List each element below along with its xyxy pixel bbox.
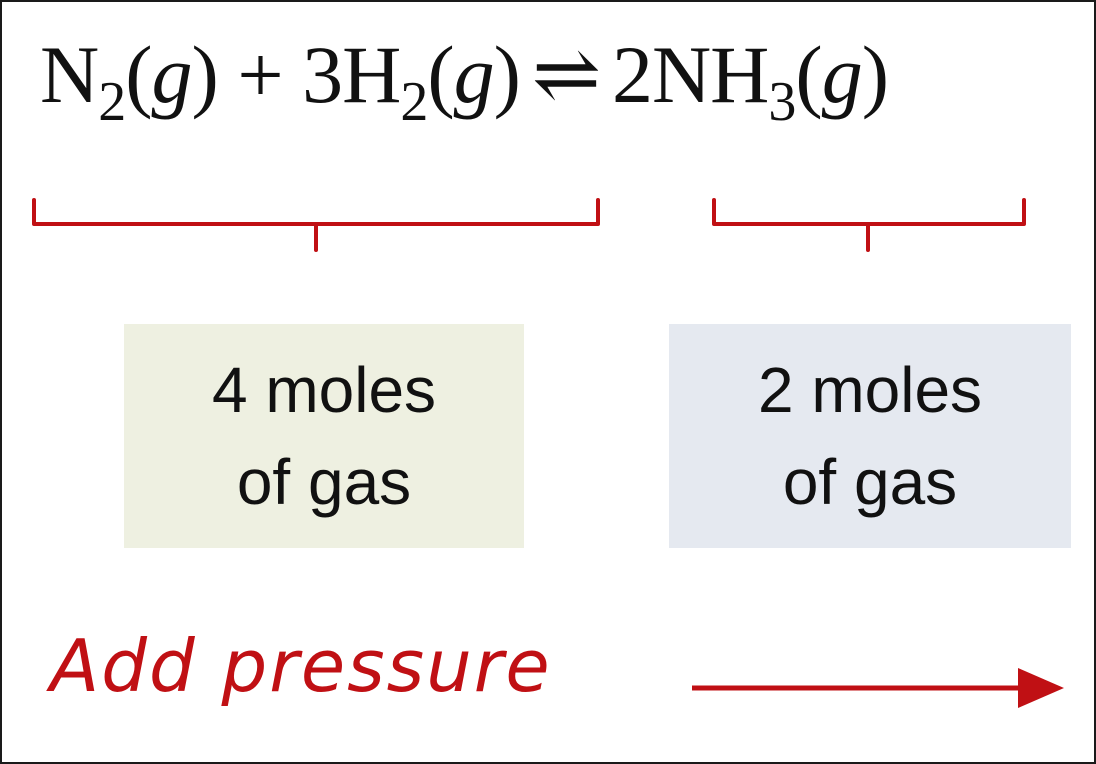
paren-open: ( bbox=[795, 29, 822, 120]
brace-path bbox=[32, 198, 600, 252]
products-moles-line1: 2 moles bbox=[757, 354, 983, 426]
reactants-moles-box: 4 moles of gas bbox=[124, 324, 524, 548]
hydrogen-subscript: 2 bbox=[400, 71, 428, 133]
equilibrium-arrow-icon: ⇌ bbox=[532, 29, 601, 120]
arrow-head bbox=[1018, 668, 1064, 708]
reactants-moles-line1: 4 moles bbox=[211, 354, 437, 426]
gas-state-label: g bbox=[151, 29, 193, 120]
chemical-equation: N2(g) + 3H2(g)⇌2NH3(g) bbox=[40, 29, 889, 131]
hydrogen-term: + 3H bbox=[217, 29, 401, 120]
paren-open: ( bbox=[125, 29, 152, 120]
nitrogen-subscript: 2 bbox=[98, 71, 126, 133]
gas-state-label: g bbox=[821, 29, 863, 120]
reactants-brace-icon bbox=[32, 198, 600, 252]
products-moles-line2: of gas bbox=[782, 446, 958, 518]
ammonia-subscript: 3 bbox=[768, 71, 796, 133]
add-pressure-annotation: Add pressure bbox=[50, 624, 552, 708]
paren-open: ( bbox=[427, 29, 454, 120]
nitrogen-symbol: N bbox=[40, 29, 99, 120]
brace-path bbox=[712, 198, 1026, 252]
paren-close: ) bbox=[861, 29, 889, 120]
products-brace-icon bbox=[712, 198, 1026, 252]
right-arrow-icon bbox=[692, 668, 1064, 708]
products-moles-box: 2 moles of gas bbox=[669, 324, 1071, 548]
paren-close: ) bbox=[191, 29, 219, 120]
reactants-moles-line2: of gas bbox=[236, 446, 412, 518]
ammonia-term: 2NH bbox=[611, 29, 769, 120]
paren-close: ) bbox=[493, 29, 521, 120]
gas-state-label: g bbox=[453, 29, 495, 120]
